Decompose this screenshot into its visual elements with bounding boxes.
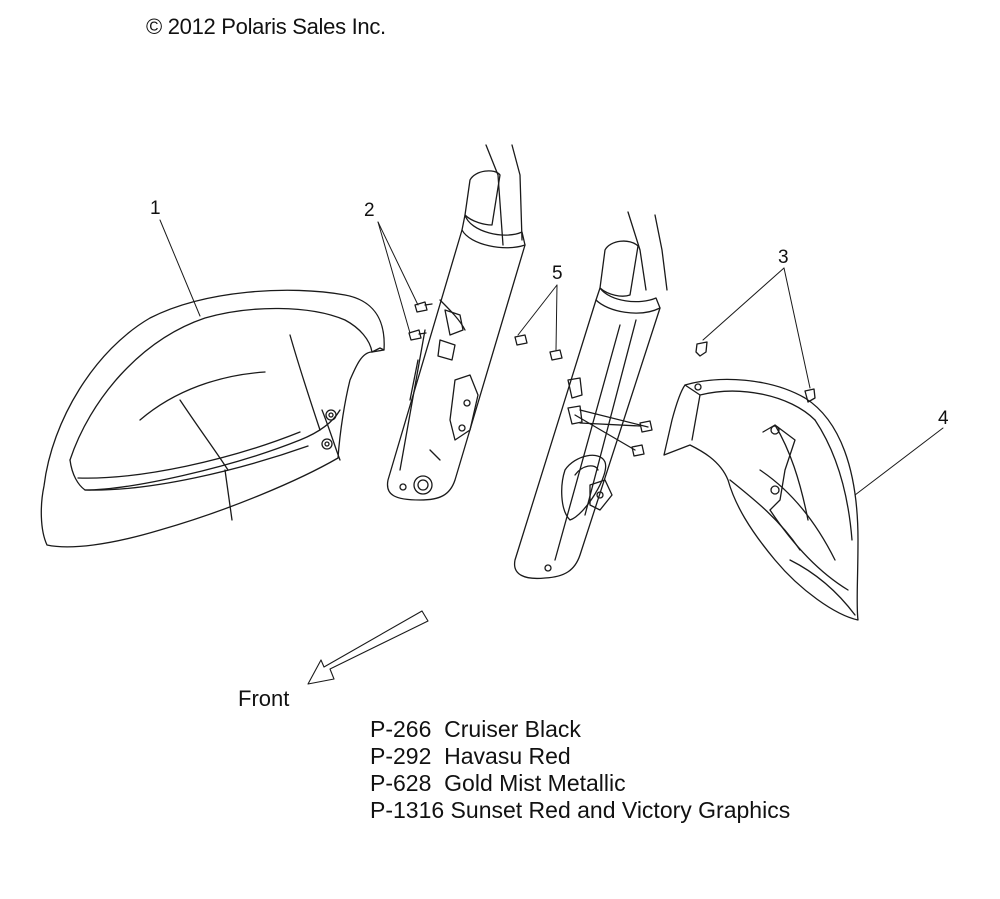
callout-4: 4 (938, 408, 949, 429)
right-fork-leg (513, 211, 668, 580)
callout-2: 2 (364, 200, 375, 221)
left-fork-leg (386, 144, 526, 501)
callout-1: 1 (150, 198, 161, 219)
callout-3: 3 (778, 247, 789, 268)
paint-code-legend: P-266 Cruiser Black P-292 Havasu Red P-6… (370, 716, 790, 824)
legend-item: P-292 Havasu Red (370, 743, 571, 769)
legend-item: P-628 Gold Mist Metallic (370, 770, 626, 796)
front-direction-arrow (307, 610, 429, 685)
screws (408, 301, 816, 457)
copyright-notice: © 2012 Polaris Sales Inc. (146, 14, 386, 39)
legend-item: P-266 Cruiser Black (370, 716, 581, 742)
front-label: Front (238, 686, 290, 711)
leader-lines (159, 219, 944, 496)
front-fender-part-1 (40, 289, 385, 548)
fender-part-4 (663, 378, 859, 621)
legend-item: P-1316 Sunset Red and Victory Graphics (370, 797, 791, 823)
callout-5: 5 (552, 263, 563, 284)
